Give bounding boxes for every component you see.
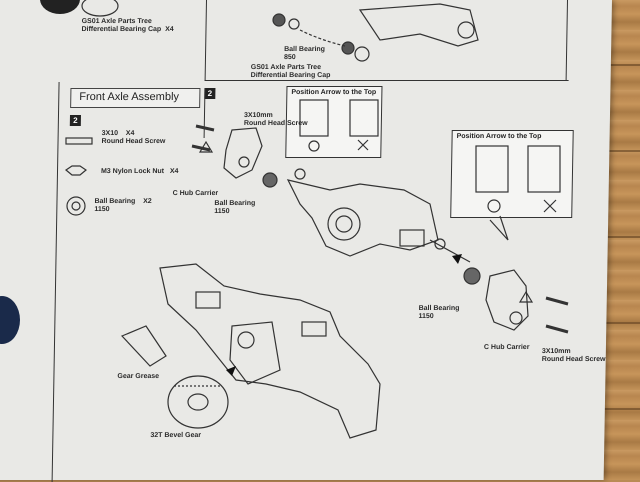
nut-icon bbox=[64, 165, 88, 176]
c-hub-carrier-left bbox=[223, 127, 263, 179]
front-axle-housing bbox=[286, 179, 439, 257]
lower-axle-assembly bbox=[159, 263, 381, 439]
screw-icon bbox=[545, 296, 569, 306]
screw-icon bbox=[195, 124, 215, 132]
c-hub-carrier-right bbox=[485, 269, 529, 331]
screw-icon bbox=[191, 144, 211, 152]
warning-icon bbox=[198, 140, 214, 153]
screw-icon bbox=[545, 324, 569, 334]
gear-icon bbox=[81, 0, 119, 17]
finger-top bbox=[40, 0, 80, 14]
warning-icon bbox=[518, 290, 534, 303]
grease-tube-icon bbox=[120, 325, 167, 367]
finger bbox=[0, 296, 20, 344]
bearing-icon bbox=[66, 196, 86, 216]
screw-icon bbox=[65, 137, 93, 145]
bevel-gear-icon bbox=[167, 375, 229, 429]
